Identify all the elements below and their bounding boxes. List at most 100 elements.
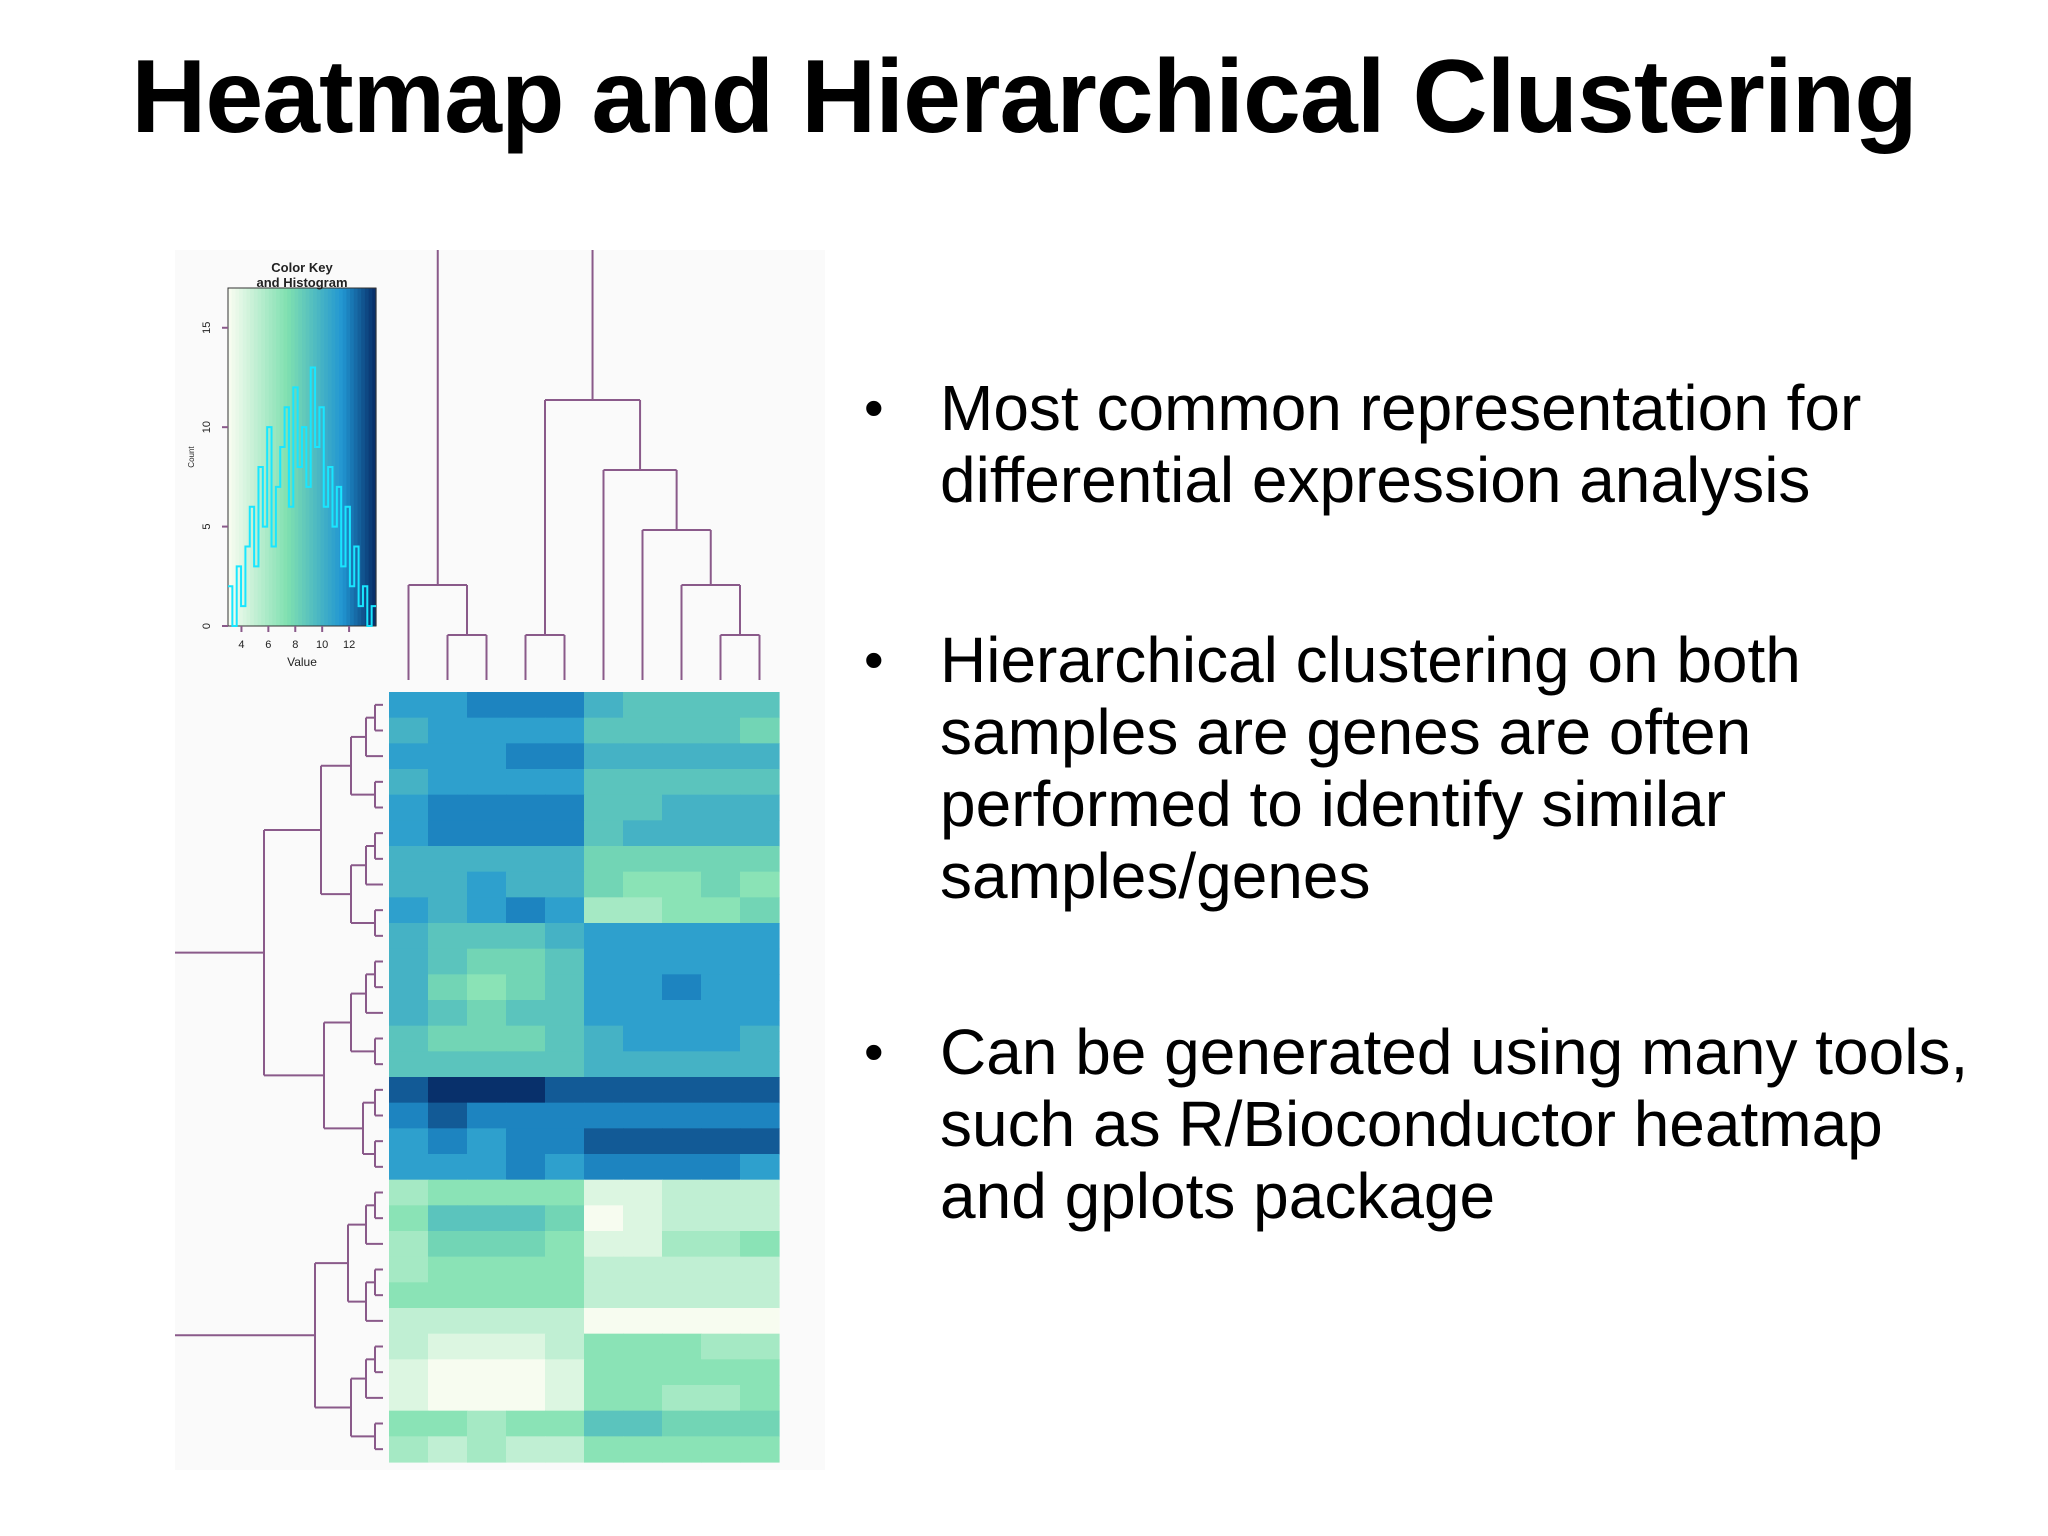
heatmap-cell [467,794,507,821]
color-key-gradient-band [368,288,373,626]
heatmap-cell [545,923,585,950]
heatmap-cell [545,846,585,873]
heatmap-cell [740,846,780,873]
heatmap-cell [740,769,780,796]
heatmap-cell [701,1231,741,1258]
color-key-gradient-band [324,288,329,626]
heatmap-cell [701,948,741,975]
color-key-gradient-band [239,288,244,626]
heatmap-cell [467,1000,507,1027]
heatmap-cell [623,1231,663,1258]
heatmap-cell [584,871,624,898]
heatmap-cell [584,692,624,719]
heatmap-cell [623,1000,663,1027]
heatmap-cell [389,1410,429,1437]
heatmap-cell [545,1436,585,1463]
heatmap-cell [467,692,507,719]
color-key-gradient-band [279,288,285,626]
heatmap-cell [662,692,702,719]
heatmap-cell [545,1179,585,1206]
heatmap-cell [701,1436,741,1463]
heatmap-cell [701,1077,741,1104]
color-key-gradient-band [364,288,370,626]
heatmap-cell [428,1256,468,1283]
heatmap-cell [506,897,546,924]
color-key-gradient-band [257,288,262,626]
color-key-gradient-band [350,288,355,626]
heatmap-cell [740,1025,780,1052]
heatmap-cell [428,743,468,770]
heatmap-cell [467,1410,507,1437]
heatmap-cell [389,820,429,847]
color-key-y-tick-label: 15 [201,322,213,334]
heatmap-cell [506,820,546,847]
color-key-gradient-band [272,288,277,626]
heatmap-cell [662,1102,702,1129]
heatmap-cell [467,1077,507,1104]
heatmap-cell [389,743,429,770]
heatmap-cell [584,1308,624,1335]
heatmap-cell [584,1282,624,1309]
heatmap-cell [584,717,624,744]
color-key-gradient-band [283,288,288,626]
heatmap-cell [428,1410,468,1437]
heatmap-cell [428,1000,468,1027]
bullet-item-3: • Can be generated using many tools, suc… [858,1016,1998,1232]
heatmap-cell [428,1025,468,1052]
heatmap-cell [662,1282,702,1309]
heatmap-cell [623,820,663,847]
color-key-gradient-band [231,288,236,626]
heatmap-cell [740,1410,780,1437]
heatmap-cell [428,1077,468,1104]
heatmap-cell [428,974,468,1001]
color-key-x-tick-label: 10 [316,639,328,651]
heatmap-cell [428,948,468,975]
color-key-gradient-band [339,288,344,626]
heatmap-cell [623,1282,663,1309]
heatmap-cell [506,1385,546,1412]
heatmap-cell [662,948,702,975]
heatmap-cell [545,769,585,796]
heatmap-cell [389,769,429,796]
heatmap-cell [467,1256,507,1283]
heatmap-cell [389,948,429,975]
heatmap-cell [506,1025,546,1052]
heatmap-cell [545,1205,585,1232]
heatmap-cell [662,1025,702,1052]
heatmap-cell [389,897,429,924]
heatmap-cell [623,948,663,975]
heatmap-cell [623,897,663,924]
heatmap-cell [428,820,468,847]
heatmap-cell [623,1154,663,1181]
heatmap-cell [584,1077,624,1104]
heatmap-cell [545,794,585,821]
heatmap-cell [428,1102,468,1129]
heatmap-cell [662,974,702,1001]
heatmap-cell [623,1333,663,1360]
heatmap-cell [740,1308,780,1335]
heatmap-cell [623,1051,663,1078]
heatmap-cell [389,1025,429,1052]
bullet-dot-icon: • [864,628,884,691]
heatmap-cell [389,1231,429,1258]
heatmap-cell [506,1128,546,1155]
heatmap-cell [428,1179,468,1206]
heatmap-cell [740,1051,780,1078]
heatmap-cell [389,1077,429,1104]
heatmap-cell [584,794,624,821]
heatmap-cell [584,1000,624,1027]
heatmap-cell [701,1256,741,1283]
heatmap-cell [467,1385,507,1412]
color-key-x-tick-label: 8 [292,639,298,651]
color-key-gradient-band [353,288,359,626]
color-key-gradient-band [228,288,233,626]
heatmap-cell [467,1051,507,1078]
heatmap-cell [623,1025,663,1052]
heatmap-cell [740,1256,780,1283]
heatmap-cell [662,1308,702,1335]
color-key-gradient-band [372,288,377,626]
color-key-x-label: Value [287,655,317,669]
heatmap-cell [506,1205,546,1232]
heatmap-cell [467,846,507,873]
heatmap-cell [506,1308,546,1335]
